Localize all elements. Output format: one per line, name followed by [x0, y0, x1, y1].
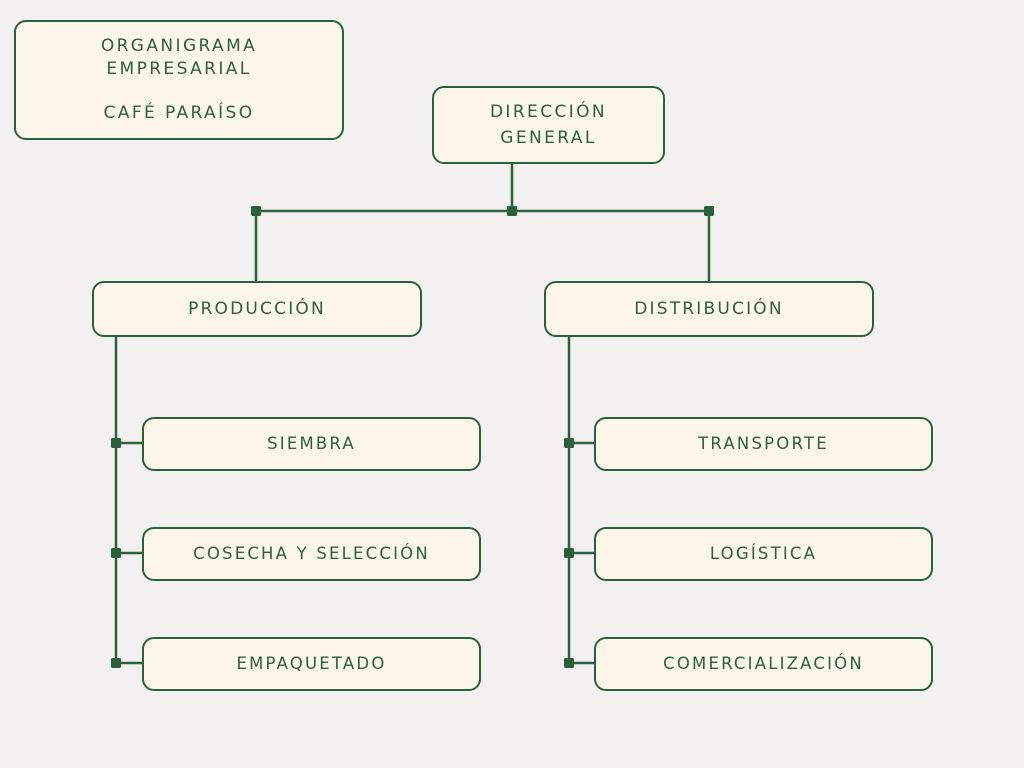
bus-node-center: [507, 206, 517, 216]
root-node-box: DIRECCIÓN GENERAL: [432, 86, 665, 164]
bus-node-right: [704, 206, 714, 216]
leaf-box-comercializacion: COMERCIALIZACIÓN: [594, 637, 933, 691]
chart-title-box: ORGANIGRAMA EMPRESARIAL CAFÉ PARAÍSO: [14, 20, 344, 140]
left-node-3: [111, 658, 121, 668]
leaf-box-empaquetado: EMPAQUETADO: [142, 637, 481, 691]
leaf-label: TRANSPORTE: [698, 434, 829, 454]
leaf-label: EMPAQUETADO: [236, 654, 387, 674]
bus-node-left: [251, 206, 261, 216]
root-line-2: GENERAL: [500, 128, 597, 148]
leaf-box-cosecha: COSECHA Y SELECCIÓN: [142, 527, 481, 581]
right-node-1: [564, 438, 574, 448]
right-node-2: [564, 548, 574, 558]
department-box-produccion: PRODUCCIÓN: [92, 281, 422, 337]
department-box-distribucion: DISTRIBUCIÓN: [544, 281, 874, 337]
department-label: DISTRIBUCIÓN: [634, 298, 784, 319]
right-node-3: [564, 658, 574, 668]
root-line-1: DIRECCIÓN: [489, 101, 608, 122]
leaf-box-logistica: LOGÍSTICA: [594, 527, 933, 581]
department-label: PRODUCCIÓN: [188, 298, 326, 319]
left-node-2: [111, 548, 121, 558]
left-node-1: [111, 438, 121, 448]
title-line-3: CAFÉ PARAÍSO: [103, 103, 255, 124]
title-line-1: ORGANIGRAMA: [100, 35, 258, 56]
leaf-box-transporte: TRANSPORTE: [594, 417, 933, 471]
leaf-label: COSECHA Y SELECCIÓN: [193, 544, 430, 564]
leaf-label: COMERCIALIZACIÓN: [663, 654, 864, 674]
title-line-2: EMPRESARIAL: [106, 58, 252, 79]
leaf-label: SIEMBRA: [267, 434, 356, 454]
leaf-label: LOGÍSTICA: [709, 544, 818, 564]
leaf-box-siembra: SIEMBRA: [142, 417, 481, 471]
